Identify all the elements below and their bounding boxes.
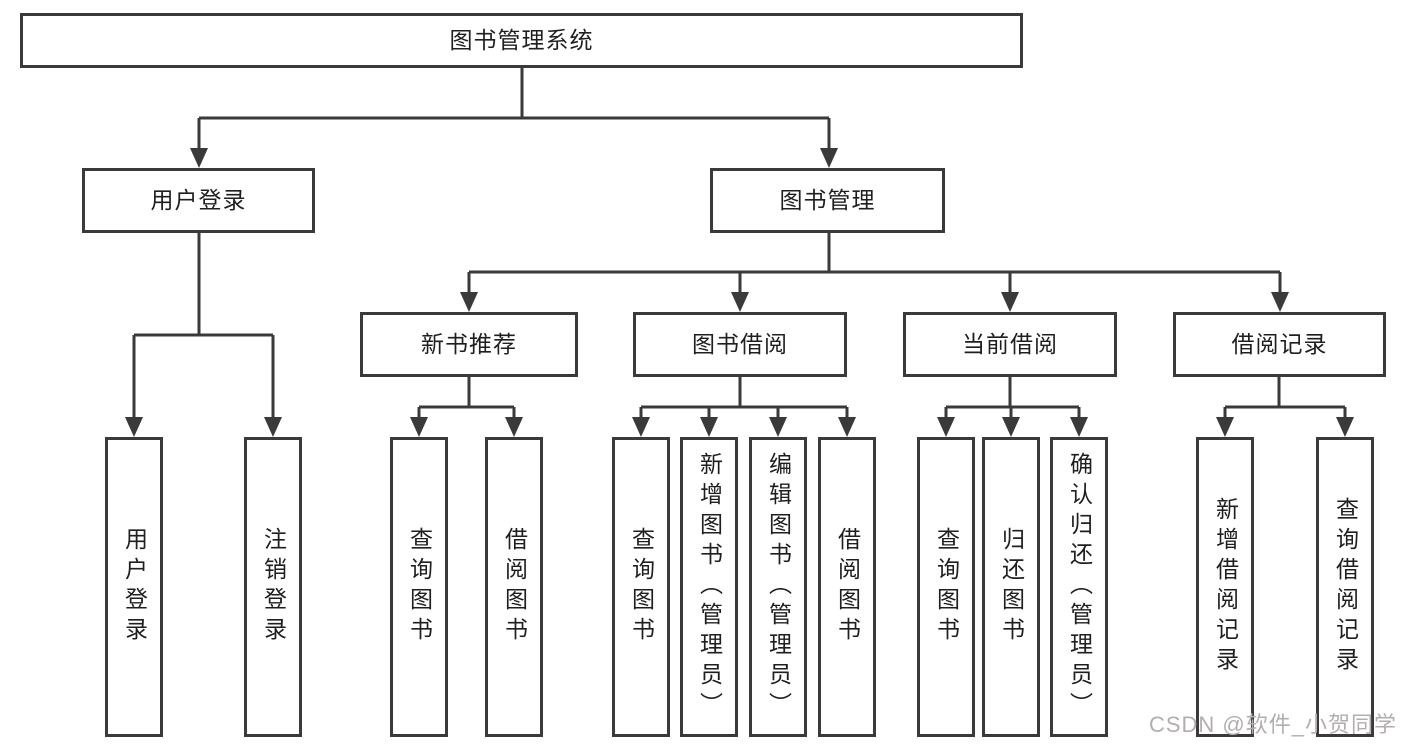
node-current-borrow: 当前借阅 bbox=[903, 312, 1117, 377]
node-label: 新增借阅记录 bbox=[1212, 497, 1239, 677]
leaf-user-login: 用户登录 bbox=[105, 437, 163, 737]
node-label: 查询图书 bbox=[933, 527, 960, 647]
node-label: 查询图书 bbox=[406, 527, 433, 647]
node-label: 注销登录 bbox=[260, 527, 287, 647]
csdn-watermark: CSDN @软件_小贺同学 bbox=[1148, 712, 1397, 737]
node-label: 图书管理系统 bbox=[449, 27, 594, 53]
node-label: 新增图书（管理员） bbox=[696, 452, 723, 722]
node-label: 借阅图书 bbox=[501, 527, 528, 647]
node-label: 编辑图书（管理员） bbox=[765, 452, 792, 722]
node-label: 确认归还（管理员） bbox=[1066, 452, 1093, 722]
node-user-login: 用户登录 bbox=[82, 168, 315, 233]
connector-module-stems bbox=[467, 377, 1281, 407]
leaf-confirm-return-admin: 确认归还（管理员） bbox=[1050, 437, 1108, 737]
node-label: 图书借阅 bbox=[692, 331, 788, 357]
node-label: 图书管理 bbox=[779, 187, 876, 213]
leaf-add-books-admin: 新增图书（管理员） bbox=[680, 437, 738, 737]
node-label: 查询图书 bbox=[628, 527, 655, 647]
node-label: 用户登录 bbox=[150, 187, 247, 213]
connector-arrow-stems-leaves bbox=[417, 407, 1347, 423]
leaf-query-books: 查询图书 bbox=[390, 437, 448, 737]
leaf-return-books: 归还图书 bbox=[982, 437, 1040, 737]
node-book-borrow: 图书借阅 bbox=[633, 312, 847, 377]
leaf-query-books: 查询图书 bbox=[917, 437, 975, 737]
node-borrow-records: 借阅记录 bbox=[1173, 312, 1386, 377]
node-new-book-recommend: 新书推荐 bbox=[360, 312, 578, 377]
leaf-logout: 注销登录 bbox=[244, 437, 302, 737]
leaf-query-borrow-record: 查询借阅记录 bbox=[1316, 437, 1374, 737]
leaf-edit-books-admin: 编辑图书（管理员） bbox=[749, 437, 807, 737]
node-label: 借阅记录 bbox=[1231, 331, 1328, 357]
leaf-query-books: 查询图书 bbox=[612, 437, 670, 737]
node-label: 借阅图书 bbox=[834, 527, 861, 647]
node-label: 归还图书 bbox=[998, 527, 1025, 647]
leaf-add-borrow-record: 新增借阅记录 bbox=[1196, 437, 1254, 737]
node-label: 查询借阅记录 bbox=[1332, 497, 1359, 677]
node-book-management: 图书管理 bbox=[710, 168, 945, 233]
connector-arrow-stems-bookmgmt bbox=[467, 272, 1282, 298]
arrowheads bbox=[125, 148, 1354, 437]
node-label: 用户登录 bbox=[121, 527, 148, 647]
leaf-borrow-books: 借阅图书 bbox=[818, 437, 876, 737]
connector-arrow-stems-level2 bbox=[197, 118, 831, 154]
node-label: 新书推荐 bbox=[421, 331, 517, 357]
connector-arrow-stems-userlogin bbox=[132, 335, 275, 423]
node-library-system: 图书管理系统 bbox=[20, 13, 1023, 68]
node-label: 当前借阅 bbox=[962, 331, 1058, 357]
leaf-borrow-books: 借阅图书 bbox=[485, 437, 543, 737]
